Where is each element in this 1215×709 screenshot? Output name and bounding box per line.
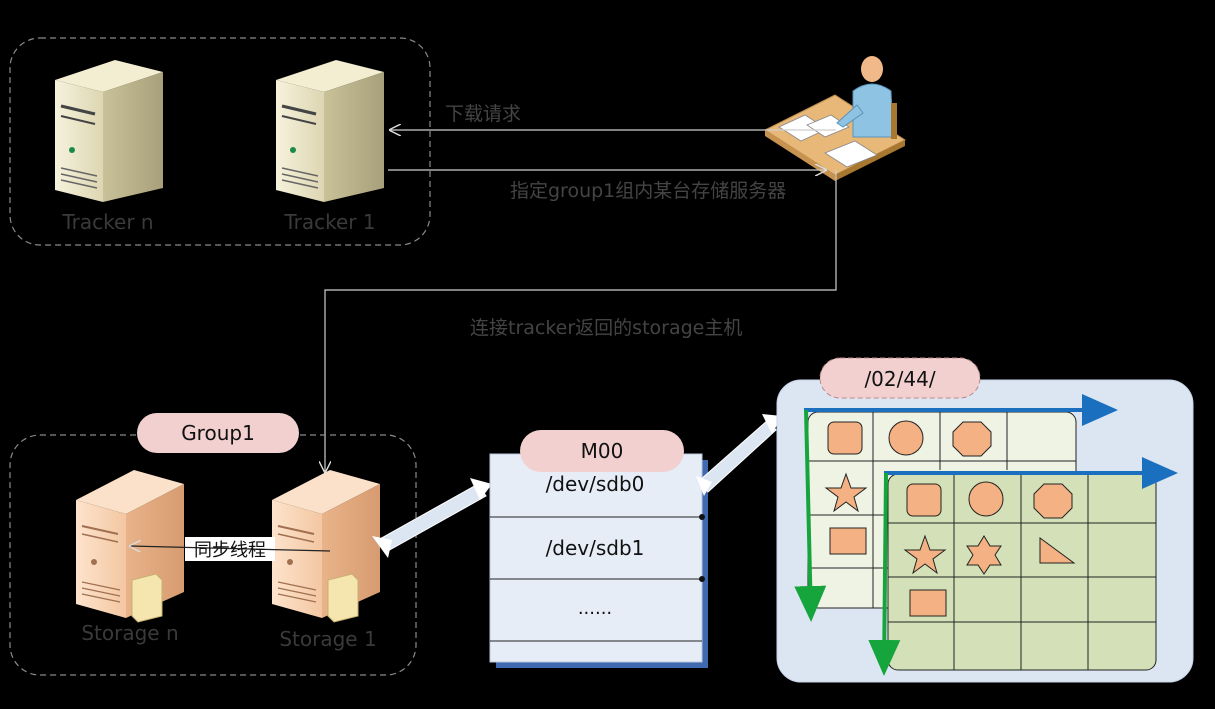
front-star-shape: [903, 534, 947, 575]
disk-row-more: ......: [578, 598, 612, 619]
dir-tag: [819, 357, 981, 399]
tracker-1-label: Tracker 1: [283, 210, 375, 234]
client-user-icon: [763, 56, 907, 181]
dir-label: /02/44/: [864, 367, 935, 391]
storage-n-label: Storage n: [81, 621, 178, 645]
m00-tag: [520, 430, 684, 472]
front-octagon-shape: [1033, 483, 1073, 519]
tracker-1-server-icon: [276, 60, 384, 202]
back-star-shape: [824, 472, 868, 513]
disk-row-sdb0: /dev/sdb0: [546, 472, 645, 496]
tracker-n-server-icon: [55, 60, 163, 202]
storage-disk-connector: [377, 483, 487, 553]
disk-dir-connector: [699, 419, 777, 493]
front-triangle-shape: [1039, 537, 1076, 564]
back-rectangle-shape: [829, 527, 867, 555]
storage-1-server-icon: [272, 470, 380, 623]
sync-thread-arrow: [130, 546, 331, 551]
download-request-label: 下载请求: [445, 103, 521, 125]
m00-label: M00: [581, 439, 624, 463]
connect-storage-label: 连接tracker返回的storage主机: [470, 317, 742, 339]
tracker-cluster-box: [9, 37, 431, 246]
storage-1-label: Storage 1: [279, 627, 376, 651]
connect-storage-arrow: [325, 170, 837, 472]
disk-panel: [489, 453, 703, 663]
front-y-axis-arrow: [868, 472, 901, 676]
group1-label: Group1: [181, 421, 255, 445]
front-rectangle-shape: [909, 589, 947, 617]
back-octagon-shape: [952, 421, 992, 457]
back-y-axis-arrow: [794, 409, 827, 622]
front-circle-shape: [968, 481, 1004, 517]
group1-tag: [137, 413, 299, 453]
storage-n-server-icon: [76, 470, 184, 623]
disk-row-sdb1: /dev/sdb1: [546, 536, 645, 560]
back-octagon-square-shape: [827, 421, 863, 455]
assign-server-label: 指定group1组内某台存储服务器: [510, 180, 786, 202]
back-circle-shape: [888, 420, 924, 456]
front-octagon-square-shape: [906, 483, 942, 517]
front-hexagram-shape: [966, 535, 1002, 575]
sync-thread-label: 同步线程: [194, 540, 266, 561]
tracker-n-label: Tracker n: [61, 210, 153, 234]
